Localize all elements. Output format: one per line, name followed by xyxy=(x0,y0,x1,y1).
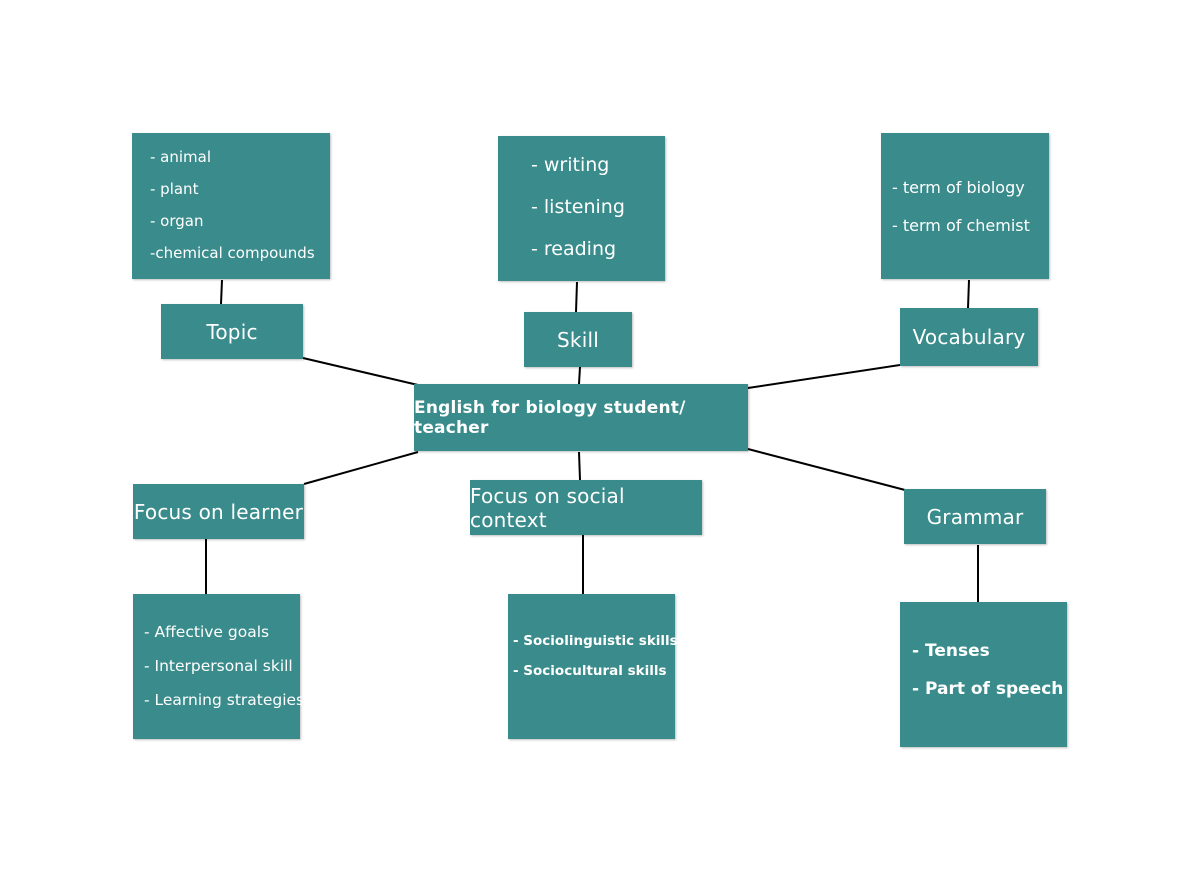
list-item: - listening xyxy=(531,196,625,218)
vocabulary-label: Vocabulary xyxy=(912,325,1026,349)
connector-grammar-center xyxy=(747,448,906,491)
focus-on-social-context-node: Focus on social context xyxy=(470,480,702,535)
connector-skill-details xyxy=(575,281,578,313)
vocabulary-details-box: - term of biology - term of chemist xyxy=(881,133,1049,279)
grammar-label: Grammar xyxy=(926,504,1024,529)
list-item: -chemical compounds xyxy=(150,244,315,262)
list-item: - Sociocultural skills xyxy=(513,663,667,679)
connector-social-center xyxy=(578,451,581,481)
topic-label: Topic xyxy=(206,319,258,344)
skill-node: Skill xyxy=(524,312,632,367)
list-item: - Learning strategies xyxy=(144,691,305,709)
list-item: - animal xyxy=(150,148,212,166)
topic-details-box: - animal - plant - organ -chemical compo… xyxy=(132,133,330,279)
list-item: - Affective goals xyxy=(144,623,270,641)
list-item: - writing xyxy=(531,154,610,176)
list-item: - organ xyxy=(150,212,204,230)
grammar-node: Grammar xyxy=(904,489,1046,544)
list-item: - term of biology xyxy=(892,178,1025,197)
central-topic-node: English for biology student/ teacher xyxy=(414,384,748,451)
focus-on-learner-node: Focus on learner xyxy=(133,484,304,539)
list-item: - reading xyxy=(531,238,617,260)
connector-vocab-details xyxy=(967,279,970,309)
connector-topic-center xyxy=(302,357,419,386)
skill-details-box: - writing - listening - reading xyxy=(498,136,665,281)
topic-node: Topic xyxy=(161,304,303,359)
focus-on-learner-label: Focus on learner xyxy=(133,499,304,524)
connector-vocab-center xyxy=(747,364,901,389)
list-item: - Sociolinguistic skills xyxy=(513,633,678,649)
focus-on-social-context-details-box: - Sociolinguistic skills - Sociocultural… xyxy=(508,594,678,739)
vocabulary-node: Vocabulary xyxy=(900,308,1038,366)
list-item: - term of chemist xyxy=(892,216,1030,235)
connector-topic-details xyxy=(220,279,223,305)
grammar-details-box: - Tenses - Part of speech xyxy=(900,602,1067,747)
list-item: - Part of speech xyxy=(912,679,1064,699)
focus-on-learner-details-box: - Affective goals - Interpersonal skill … xyxy=(133,594,305,739)
connector-skill-center xyxy=(578,366,581,385)
list-item: - Interpersonal skill xyxy=(144,657,293,675)
central-topic-label: English for biology student/ teacher xyxy=(414,397,686,438)
list-item: - Tenses xyxy=(912,641,990,661)
connector-learner-center xyxy=(303,451,419,485)
list-item: - plant xyxy=(150,180,199,198)
skill-label: Skill xyxy=(557,327,599,352)
focus-on-social-context-label: Focus on social context xyxy=(470,483,625,532)
